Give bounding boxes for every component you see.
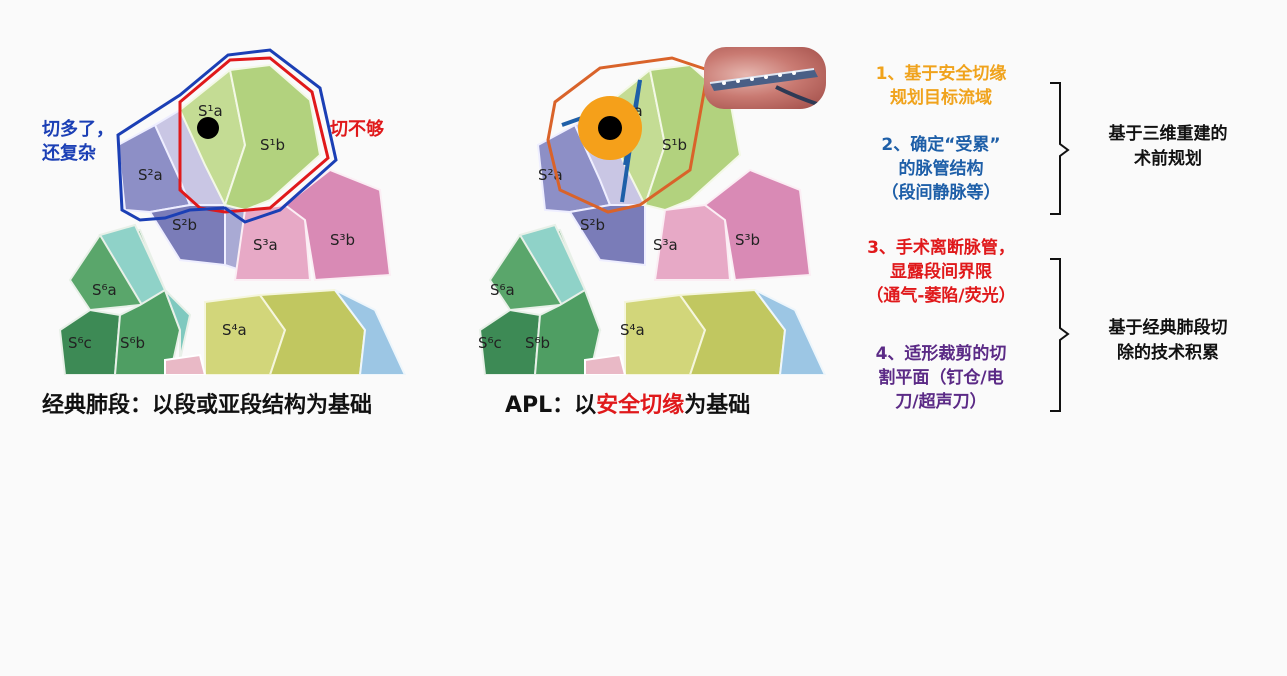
s3a-label: S³a [253,236,278,254]
left-segment-map: S¹a S¹b S²a S²b S³a S³b S⁶a S⁶b S⁶c S⁴a [58,48,407,375]
s2b-segment [148,204,226,267]
s3a-segment [653,203,732,281]
s1b-label: S¹b [260,136,285,154]
s3a-segment [233,203,312,281]
left-lung-diagram: S¹a S¹b S²a S²b S³a S³b S⁶a S⁶b S⁶c S⁴a [30,40,430,375]
s3a-label: S³a [653,236,678,254]
s1a-label: S¹a [198,102,223,120]
s3b-label: S³b [330,231,355,249]
right-caption: APL：以安全切缘为基础 [505,387,750,419]
s5-segment [754,289,827,375]
s6a-label: S⁶a [490,281,515,299]
s6b-segment [533,288,602,375]
insufficient-margin-note: 切不够 [330,119,384,140]
s2b-label: S²b [580,216,605,234]
s3b-label: S³b [735,231,760,249]
stapler-icon [709,68,821,107]
tumor-dot [598,116,622,140]
left-caption: 经典肺段：以段或亚段结构为基础 [42,393,373,418]
step-2-text: 2、确定“受累” 的脉管结构 （段间静脉等） [881,135,1001,203]
tumor-dot [197,117,219,139]
s4a-label: S⁴a [222,321,247,339]
bracket-upper [1050,82,1070,215]
s6b-label: S⁶b [120,334,145,352]
s5-segment [334,289,407,375]
right-caption-prefix: APL：以 [505,393,597,418]
s6a-label: S⁶a [92,281,117,299]
s2a-label: S²a [138,166,163,184]
step-1-text: 1、基于安全切缘 规划目标流域 [875,64,1007,108]
step-3-text: 3、手术离断脉管， 显露段间界限 （通气-萎陷/荧光） [866,238,1016,306]
s-bottom-segment [164,353,207,375]
s6b-label: S⁶b [525,334,550,352]
s6c-label: S⁶c [478,334,502,352]
s-bottom-segment [584,353,627,375]
excessive-resection-outline [116,48,338,224]
bracket-lower [1050,258,1070,412]
insufficient-margin-outline [178,56,330,214]
s3b-segment [703,168,812,282]
stapler-photo [704,47,826,109]
group-technique-accumulation: 基于经典肺段切 除的技术积累 [1108,318,1228,363]
group-preoperative-planning: 基于三维重建的 术前规划 [1108,124,1228,169]
s3b-segment [283,168,392,282]
s1b-segment [223,63,322,212]
step-4-text: 4、适形裁剪的切 割平面（钉仓/电 刀/超声刀） [875,344,1007,412]
right-caption-highlight: 安全切缘 [596,393,685,418]
right-caption-suffix: 为基础 [684,393,751,418]
s1b-label: S¹b [662,136,687,154]
s6c-label: S⁶c [68,334,92,352]
s2b-label: S²b [172,216,197,234]
apl-resection-outline [546,56,710,214]
excessive-resection-note: 切多了， 还复杂 [42,119,114,164]
s4a-label: S⁴a [620,321,645,339]
s2b-segment [568,204,646,267]
